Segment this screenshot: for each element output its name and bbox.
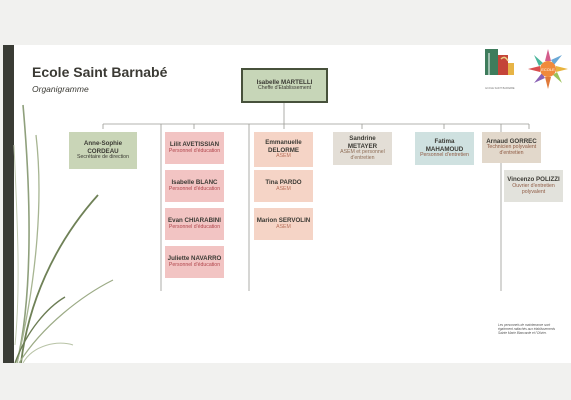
org-node-educator: Lilit AVETISSIAN Personnel d'éducation xyxy=(165,132,224,164)
org-node-asem: Marion SERVOLIN ASEM xyxy=(254,208,313,240)
technician-name: Arnaud GORREC xyxy=(486,137,537,145)
asem-maintenance-role: ASEM et personnel d'entretien xyxy=(340,148,385,161)
asem-role: ASEM xyxy=(276,185,291,192)
org-node-asem: Emmanuelle DELORME ASEM xyxy=(254,132,313,167)
asem-name: Emmanuelle DELORME xyxy=(265,139,302,154)
footnote: Les personnels de maintenance sont égale… xyxy=(498,323,556,335)
educator-name: Juliette NAVARRO xyxy=(167,255,222,263)
head-role: Cheffe d'Etablissement xyxy=(257,85,312,92)
org-node-asem-maintenance: Sandrine METAYER ASEM et personnel d'ent… xyxy=(333,132,392,165)
asem-maintenance-name: Sandrine METAYER xyxy=(347,135,378,150)
worker-role: Ouvrier d'entretien polyvalent xyxy=(512,182,555,195)
educator-name: Lilit AVETISSIAN xyxy=(169,141,220,149)
ecole-logo: ECOLE xyxy=(528,49,568,89)
maintenance-name: Fatima MAHAMOUD xyxy=(425,138,464,153)
org-node-head: Isabelle MARTELLI Cheffe d'Etablissement xyxy=(241,68,328,103)
org-node-educator: Isabelle BLANC Personnel d'éducation xyxy=(165,170,224,202)
secretary-name: Anne-Sophie CORDEAU xyxy=(83,140,123,155)
org-node-maintenance: Fatima MAHAMOUD Personnel d'entretien xyxy=(415,132,474,165)
org-node-asem: Tina PARDO ASEM xyxy=(254,170,313,202)
educator-role: Personnel d'éducation xyxy=(168,223,221,230)
org-node-worker: Vincenzo POLIZZI Ouvrier d'entretien pol… xyxy=(504,170,563,202)
org-connector-lines xyxy=(102,101,530,291)
asem-name: Marion SERVOLIN xyxy=(256,217,311,225)
school-logo-caption: ECOLE SAINT BARNABE xyxy=(485,87,515,90)
ecole-logo-text: ECOLE xyxy=(541,67,555,72)
educator-name: Evan CHIARABINI xyxy=(168,217,221,225)
secretary-role: Secrétaire de direction xyxy=(77,153,129,160)
left-accent-bar xyxy=(3,45,14,363)
decorative-leaves xyxy=(13,104,114,363)
org-node-educator: Evan CHIARABINI Personnel d'éducation xyxy=(165,208,224,240)
org-node-technician: Arnaud GORREC Technicien polyvalent d'en… xyxy=(482,132,541,163)
org-node-educator: Juliette NAVARRO Personnel d'éducation xyxy=(165,246,224,278)
maintenance-role: Personnel d'entretien xyxy=(420,151,469,158)
educator-role: Personnel d'éducation xyxy=(168,261,221,268)
school-logo xyxy=(485,49,514,75)
educator-name: Isabelle BLANC xyxy=(171,179,218,187)
asem-name: Tina PARDO xyxy=(265,179,302,187)
technician-role: Technicien polyvalent d'entretien xyxy=(486,144,537,157)
worker-name: Vincenzo POLIZZI xyxy=(507,176,560,184)
asem-role: ASEM xyxy=(276,223,291,230)
asem-role: ASEM xyxy=(276,152,291,159)
org-chart-slide: Ecole Saint Barnabé Organigramme ECOLE S… xyxy=(3,45,571,363)
page-subtitle: Organigramme xyxy=(32,84,89,94)
educator-role: Personnel d'éducation xyxy=(168,185,221,192)
head-name: Isabelle MARTELLI xyxy=(256,78,313,86)
page-title: Ecole Saint Barnabé xyxy=(32,64,168,80)
org-node-secretary: Anne-Sophie CORDEAU Secrétaire de direct… xyxy=(69,132,137,169)
educator-role: Personnel d'éducation xyxy=(168,147,221,154)
